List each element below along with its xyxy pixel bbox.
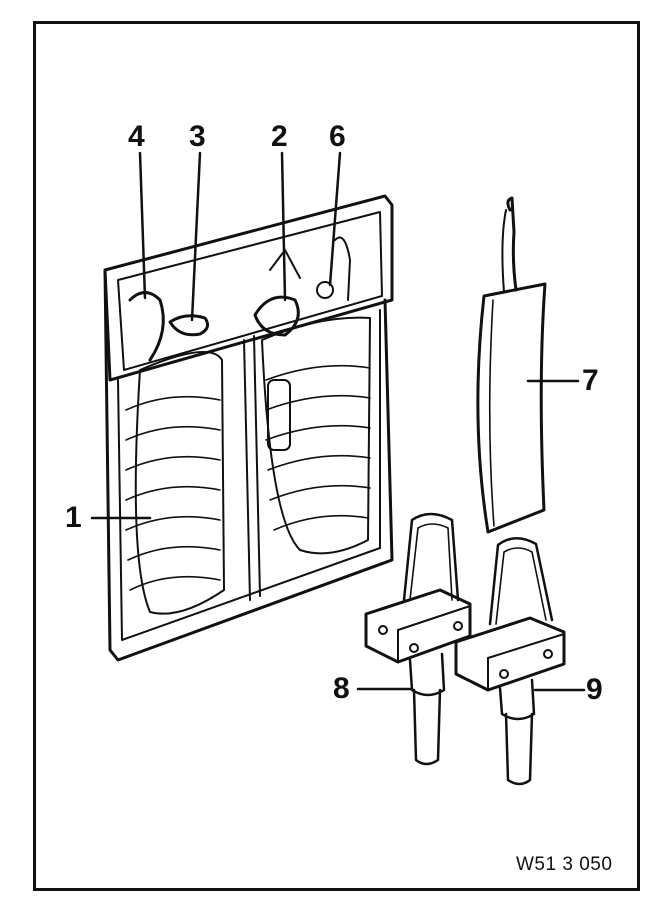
callout-8: 8 [333,672,350,705]
callout-1: 1 [65,501,82,534]
tool-item-9 [454,537,566,786]
callout-7: 7 [582,364,599,397]
callout-4: 4 [128,120,145,153]
callout-6: 6 [329,120,346,153]
callout-3: 3 [189,120,206,153]
tool-item-8 [364,512,472,766]
leader-lines [90,151,586,692]
callout-9: 9 [586,673,603,706]
figure-code: W51 3 050 [516,854,613,875]
callout-2: 2 [271,120,288,153]
tool-item-7 [476,196,547,534]
tool-pouch [103,194,394,662]
